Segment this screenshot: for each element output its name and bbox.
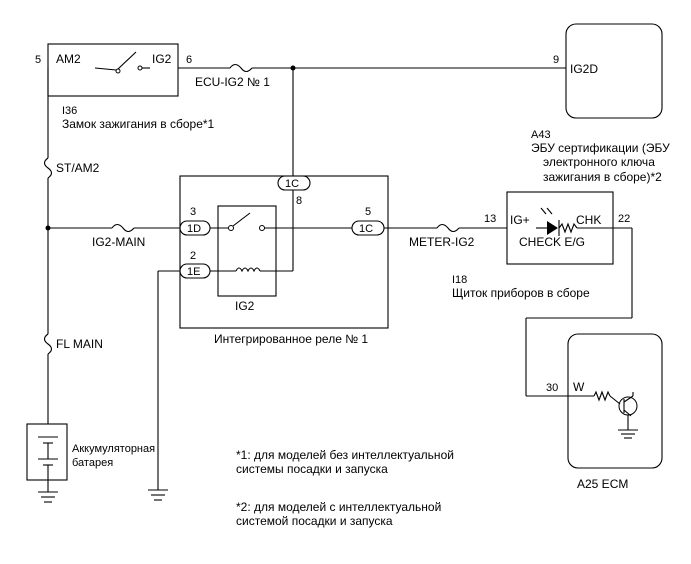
relay-outer-box bbox=[179, 175, 389, 329]
ignition-switch-term-am2: AM2 bbox=[56, 52, 81, 66]
battery-label-line2: батарея bbox=[72, 457, 113, 469]
fl-main-fuse-symbol bbox=[43, 333, 53, 355]
note-1-line1: *1: для моделей без интеллектуальной bbox=[236, 448, 454, 462]
fuse-ig2-main-label: IG2-MAIN bbox=[92, 235, 145, 249]
meter-term-chk: CHK bbox=[576, 213, 601, 227]
note-1-line2: системы посадки и запуска bbox=[236, 462, 388, 476]
ignition-switch-code: I36 bbox=[62, 105, 77, 117]
cert-ecu-name-line2: электронного ключа bbox=[543, 155, 655, 169]
cert-ecu-name-line1: ЭБУ сертификации (ЭБУ bbox=[531, 141, 670, 155]
connector-1d-label: 1D bbox=[187, 223, 201, 235]
relay-coil-label: IG2 bbox=[235, 299, 255, 313]
ignition-switch-pin-6: 6 bbox=[186, 54, 192, 66]
connector-1c-top-label: 1C bbox=[285, 178, 299, 190]
combination-meter: 13 IG+ CHK 22 CHECK E/G I18 Щиток прибор… bbox=[452, 191, 630, 300]
fuse-meter-ig2-label: METER-IG2 bbox=[409, 235, 475, 249]
ecm-pin-30: 30 bbox=[546, 382, 558, 394]
meter-pin-22: 22 bbox=[618, 213, 630, 225]
connector-1c-top bbox=[277, 175, 311, 191]
ecm-term-w: W bbox=[573, 380, 585, 394]
ecm-box bbox=[567, 333, 663, 469]
relay-pin-3: 3 bbox=[190, 206, 196, 218]
ignition-switch-pin-5: 5 bbox=[35, 54, 41, 66]
ground-icon-battery bbox=[38, 491, 58, 503]
meter-term-ig-plus: IG+ bbox=[510, 213, 530, 227]
relay-pin-2: 2 bbox=[190, 250, 196, 262]
relay-coil-icon bbox=[210, 267, 293, 273]
ignition-switch-name: Замок зажигания в сборе*1 bbox=[62, 117, 215, 131]
meter-code: I18 bbox=[452, 274, 467, 286]
note-2-line2: системой посадки и запуска bbox=[236, 514, 393, 528]
cert-ecu-box bbox=[565, 23, 663, 119]
ignition-switch-term-ig2: IG2 bbox=[152, 52, 172, 66]
relay-pin-8: 8 bbox=[296, 195, 302, 207]
cert-ecu-pin-9: 9 bbox=[553, 54, 559, 66]
footnotes: *1: для моделей без интеллектуальной сис… bbox=[236, 448, 454, 528]
ecm-transistor-icon bbox=[568, 390, 638, 439]
battery: Аккумуляторная батарея bbox=[26, 423, 155, 481]
ignition-switch: 5 AM2 IG2 6 I36 Замок зажигания в сборе*… bbox=[35, 43, 215, 131]
fuse-ecu-ig2-label: ECU-IG2 № 1 bbox=[195, 75, 270, 89]
certification-ecu: 9 IG2D A43 ЭБУ сертификации (ЭБУ электро… bbox=[531, 23, 670, 184]
meter-pin-13: 13 bbox=[484, 213, 496, 225]
st-am2-fuse-symbol bbox=[43, 157, 53, 179]
check-engine-led-icon bbox=[536, 207, 613, 236]
switch-contact-icon bbox=[94, 51, 150, 74]
meter-lamp-label: CHECK E/G bbox=[519, 235, 585, 249]
ecm-code-name: A25 ECM bbox=[577, 477, 628, 491]
ecm: 30 W A25 ECM bbox=[546, 333, 663, 491]
ecu-ig2-fuse-symbol bbox=[229, 63, 253, 73]
cert-ecu-name-line3: зажигания в сборе)*2 bbox=[543, 170, 662, 184]
cert-ecu-term-ig2d: IG2D bbox=[570, 62, 598, 76]
relay-inner-box bbox=[217, 205, 277, 297]
integrated-relay: 1C 8 1D 3 1E 2 1C 5 IG2 Интегрированное … bbox=[179, 175, 389, 346]
fuse-st-am2-label: ST/AM2 bbox=[56, 161, 100, 175]
battery-label-line1: Аккумуляторная bbox=[72, 443, 155, 455]
cert-ecu-code: A43 bbox=[531, 129, 551, 141]
relay-pin-5: 5 bbox=[365, 206, 371, 218]
meter-ig2-fuse-symbol bbox=[436, 223, 460, 233]
fuse-fl-main-label: FL MAIN bbox=[56, 337, 103, 351]
connector-1c-right-label: 1C bbox=[359, 223, 373, 235]
note-2-line1: *2: для моделей с интеллектуальной bbox=[236, 500, 441, 514]
meter-name: Щиток приборов в сборе bbox=[452, 286, 590, 300]
battery-box bbox=[26, 423, 68, 481]
connector-1e-label: 1E bbox=[187, 266, 200, 278]
relay-name: Интегрированное реле № 1 bbox=[214, 332, 368, 346]
ground-icon-relay bbox=[148, 489, 168, 501]
relay-contact-icon bbox=[210, 212, 352, 231]
ig2-main-fuse-symbol bbox=[111, 223, 135, 233]
